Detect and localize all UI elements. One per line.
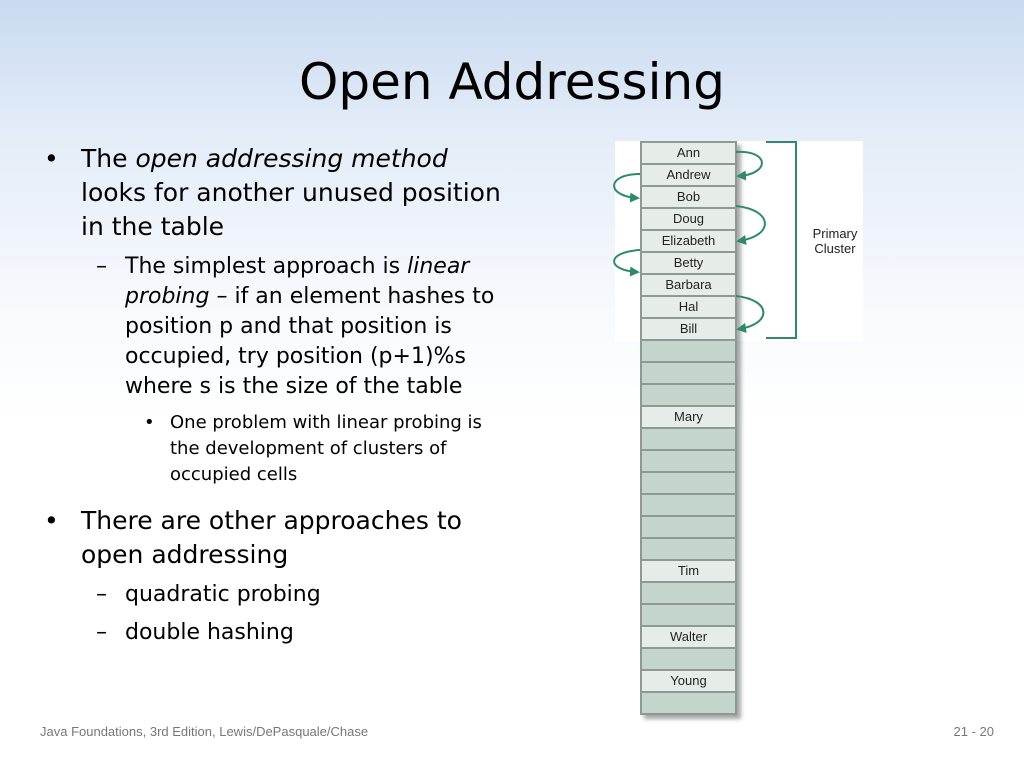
table-cell: Barbara	[642, 275, 735, 297]
bullet-marker: •	[44, 506, 59, 535]
table-cell: Betty	[642, 253, 735, 275]
table-cell	[642, 363, 735, 385]
probe-arrow-andrew-bob	[613, 173, 641, 203]
bullet-text-pre: The	[81, 144, 136, 173]
cluster-label-line2: Cluster	[814, 241, 856, 256]
slide-body: • The open addressing method looks for a…	[40, 142, 510, 648]
sub-text-post: – if an element hashes to position p and…	[125, 284, 495, 399]
table-cell: Mary	[642, 407, 735, 429]
table-cell: Tim	[642, 561, 735, 583]
probe-arrow-ann-andrew	[735, 150, 763, 181]
sub-text: quadratic probing	[125, 582, 321, 607]
bullet-marker: •	[144, 412, 155, 433]
sub-text-pre: The simplest approach is	[125, 254, 408, 279]
table-cell	[642, 583, 735, 605]
bullet-text-em: open addressing method	[135, 144, 448, 173]
sub-sub-bullet-clusters: • One problem with linear probing is the…	[140, 410, 510, 488]
sub-bullet-linear-probing: – The simplest approach is linear probin…	[90, 252, 510, 402]
bullet-other-approaches: • There are other approaches to open add…	[40, 504, 510, 572]
table-cell	[642, 473, 735, 495]
table-cell: Hal	[642, 297, 735, 319]
cluster-label-line1: Primary	[812, 226, 858, 241]
footer-citation: Java Foundations, 3rd Edition, Lewis/DeP…	[40, 724, 369, 739]
table-cell	[642, 495, 735, 517]
primary-cluster-label: Primary Cluster	[806, 226, 864, 256]
bullet-marker: •	[44, 144, 59, 173]
probe-arrow-hal-bill	[735, 295, 765, 333]
bullet-open-addressing: • The open addressing method looks for a…	[40, 142, 510, 244]
probe-arrow-elizabeth-betty	[613, 249, 641, 277]
table-cell	[642, 517, 735, 539]
sub-sub-text: One problem with linear probing is the d…	[170, 412, 482, 485]
table-cell	[642, 649, 735, 671]
table-cell	[642, 539, 735, 561]
table-cell: Bob	[642, 187, 735, 209]
sub-bullet-double-hashing: – double hashing	[90, 618, 510, 648]
table-cell	[642, 451, 735, 473]
table-cell	[642, 605, 735, 627]
bullet-text: There are other approaches to open addre…	[81, 506, 462, 569]
table-cell: Elizabeth	[642, 231, 735, 253]
table-cell: Doug	[642, 209, 735, 231]
sub-text-em: linear probing	[125, 254, 470, 309]
primary-cluster-bracket	[766, 141, 797, 339]
dash-marker: –	[96, 254, 107, 279]
table-cell	[642, 693, 735, 713]
table-cell	[642, 341, 735, 363]
bullet-text-post: looks for another unused position in the…	[81, 178, 501, 241]
table-cell: Walter	[642, 627, 735, 649]
slide-number: 21 - 20	[953, 724, 994, 739]
table-cell: Young	[642, 671, 735, 693]
dash-marker: –	[96, 620, 107, 645]
table-cell: Ann	[642, 143, 735, 165]
sub-text: double hashing	[125, 620, 294, 645]
table-cell: Bill	[642, 319, 735, 341]
table-cell	[642, 429, 735, 451]
table-cell	[642, 385, 735, 407]
sub-bullet-quadratic: – quadratic probing	[90, 580, 510, 610]
probe-arrow-doug-elizabeth	[735, 205, 766, 245]
slide-title: Open Addressing	[299, 53, 725, 111]
dash-marker: –	[96, 582, 107, 607]
table-cell: Andrew	[642, 165, 735, 187]
